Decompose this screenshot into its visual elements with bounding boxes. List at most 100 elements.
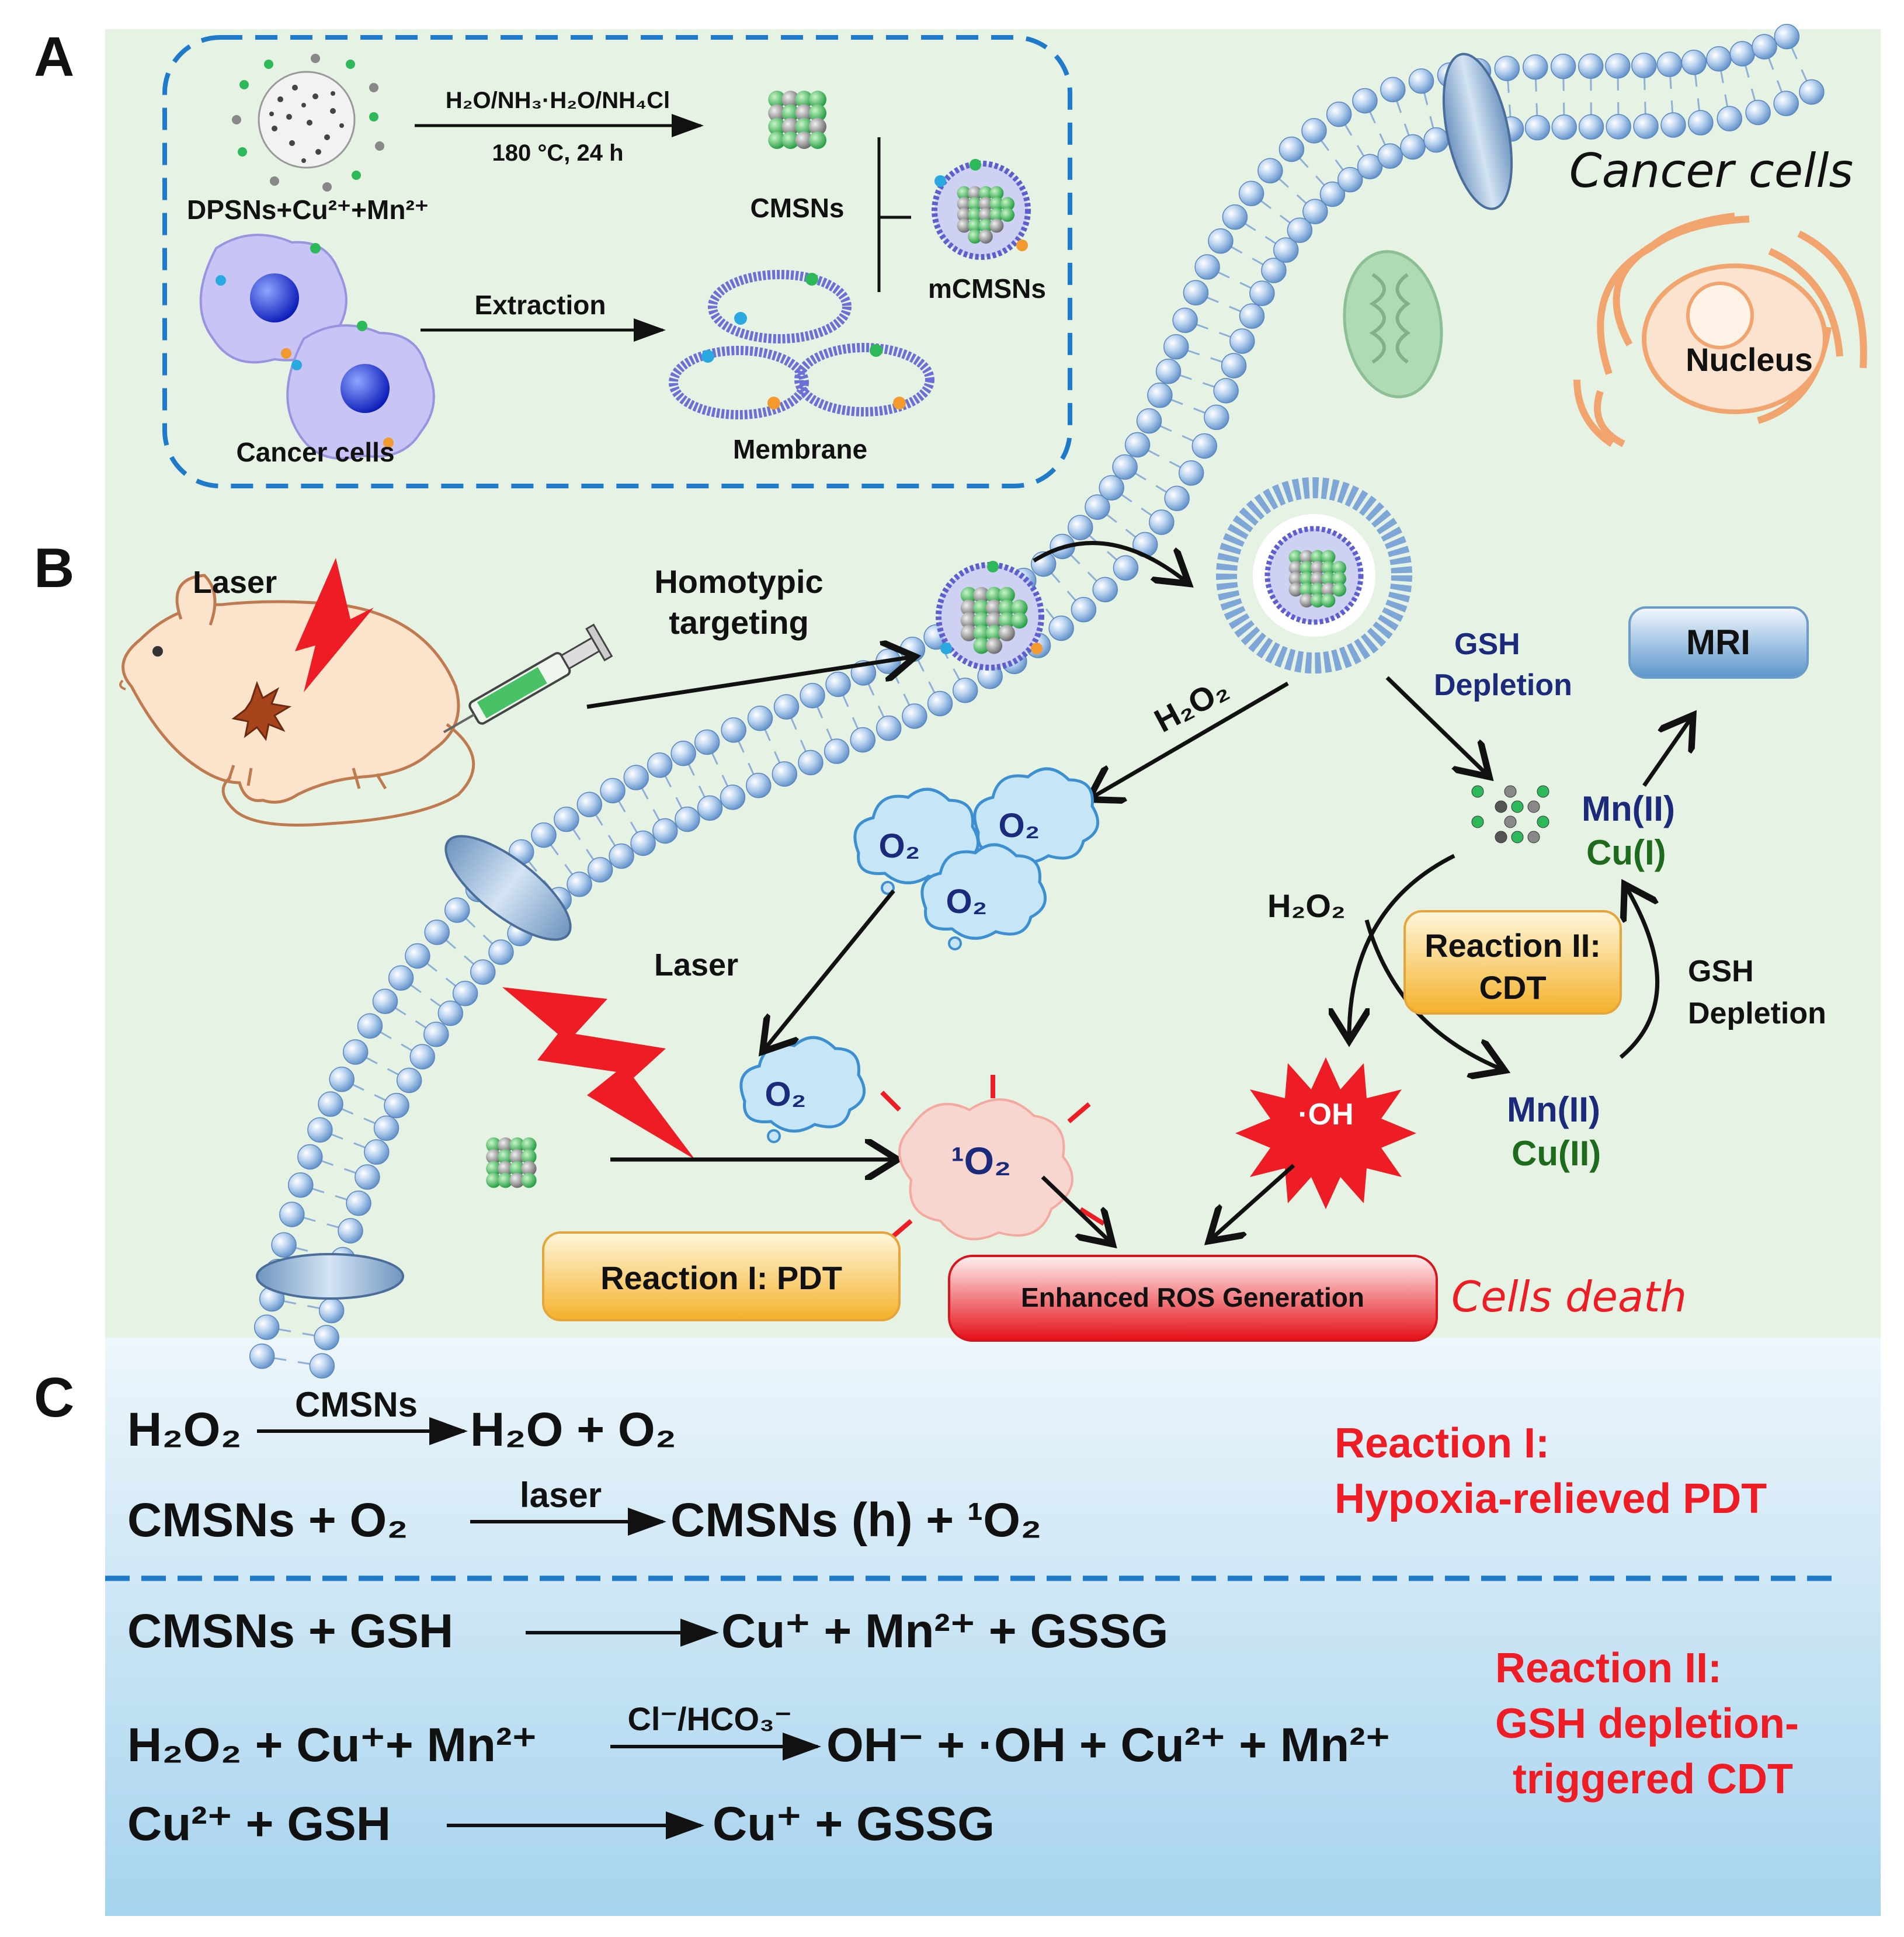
synthesis-conditions-top: H₂O/NH₃·H₂O/NH₄Cl <box>446 88 670 113</box>
membrane-protein-middle <box>444 835 572 941</box>
nucleus-icon <box>1573 213 1867 447</box>
eq4-left: H₂O₂ + Cu⁺+ Mn²⁺ <box>127 1719 537 1772</box>
mcmsns-nanoparticle-icon <box>932 159 1031 260</box>
enhanced-ros-label: Enhanced ROS Generation <box>1021 1282 1364 1313</box>
mri-box <box>1628 606 1809 679</box>
equation-5: Cu²⁺ + GSH Cu⁺ + GSSG <box>127 1797 995 1851</box>
membrane-vesicles-icon <box>669 270 934 419</box>
panel-c-background <box>105 1338 1881 1916</box>
laser-label-top: Laser <box>193 565 277 600</box>
eq1-right: H₂O + O₂ <box>470 1403 676 1456</box>
reaction2-box-line1: Reaction II: <box>1424 927 1601 964</box>
gsh-depletion-arrow <box>1385 676 1486 774</box>
singlet-to-ros-arrow <box>1041 1175 1110 1241</box>
h2o2-right-label: H₂O₂ <box>1267 887 1346 924</box>
o2-to-pdt-arrow <box>765 889 895 1049</box>
oxygen-label: O₂ <box>999 807 1040 845</box>
dpsn-particle-icon <box>232 54 384 192</box>
targeting-label: targeting <box>669 604 809 641</box>
reaction1-box-label: Reaction I: PDT <box>600 1259 842 1296</box>
reaction1-title-line1: Reaction I: <box>1335 1420 1549 1467</box>
cmsns-photosensitizer-icon <box>486 1137 537 1188</box>
singlet-oxygen-burst-icon <box>880 1075 1106 1241</box>
eq5-right: Cu⁺ + GSSG <box>713 1797 995 1851</box>
mcmsn-circulating-icon <box>936 239 1044 671</box>
eq1-over: CMSNs <box>295 1385 418 1424</box>
panel-label-a: A <box>34 26 74 88</box>
targeting-arrow <box>586 657 911 709</box>
reaction2-title-line1: Reaction II: <box>1495 1645 1722 1692</box>
laser-label-mid: Laser <box>654 947 738 983</box>
eq2-left: CMSNs + O₂ <box>127 1494 408 1547</box>
equation-4: H₂O₂ + Cu⁺+ Mn²⁺ Cl⁻/HCO₃⁻ OH⁻ + ·OH + C… <box>127 1700 1391 1772</box>
oxygen-label: O₂ <box>765 1075 807 1113</box>
reaction2-title-line2: GSH depletion- <box>1495 1700 1799 1747</box>
cancer-cells-label-a: Cancer cells <box>236 437 394 467</box>
eq5-left: Cu²⁺ + GSH <box>127 1797 391 1851</box>
h2o2-to-o2-arrow <box>1092 681 1289 797</box>
mri-arrow <box>1642 718 1691 787</box>
equation-1: H₂O₂ CMSNs H₂O + O₂ <box>127 1385 676 1456</box>
gsh-regeneration-arrow <box>1619 888 1660 1059</box>
eq4-right: OH⁻ + ·OH + Cu²⁺ + Mn²⁺ <box>826 1719 1391 1772</box>
panel-a-dashed-box <box>162 35 1072 488</box>
reaction2-cdt-box <box>1403 910 1622 1015</box>
mn-ii-bottom: Mn(II) <box>1507 1090 1600 1129</box>
membrane-label: Membrane <box>733 434 867 464</box>
eq1-left: H₂O₂ <box>127 1403 242 1456</box>
cu-ii-bottom: Cu(II) <box>1512 1134 1601 1173</box>
equation-3: CMSNs + GSH Cu⁺ + Mn²⁺ + GSSG <box>127 1605 1168 1658</box>
cancer-cells-title: Cancer cells <box>1569 144 1853 198</box>
gsh-depletion-line1: GSH <box>1454 627 1520 661</box>
degraded-ions-icon <box>1471 785 1549 843</box>
homotypic-label: Homotypic <box>654 563 823 600</box>
syringe-icon <box>443 623 613 734</box>
enhanced-ros-box <box>948 1255 1438 1342</box>
mcmsns-label: mCMSNs <box>928 273 1046 304</box>
equation-2: CMSNs + O₂ laser CMSNs (h) + ¹O₂ <box>127 1476 1042 1547</box>
mitochondrion-icon <box>1343 250 1443 398</box>
laser-bolt-mid-icon <box>502 987 695 1160</box>
oh-to-ros-arrow <box>1212 1164 1295 1238</box>
hydroxyl-radical-burst-icon <box>1235 1057 1416 1209</box>
hydroxyl-label: ·OH <box>1298 1098 1353 1131</box>
membrane-protein-bottom <box>256 1253 404 1300</box>
nucleus-label: Nucleus <box>1686 341 1813 378</box>
cdt-arrow-to-oh <box>1349 853 1455 1037</box>
cmsns-label: CMSNs <box>750 193 844 223</box>
oxygen-label: O₂ <box>879 827 920 865</box>
endosome-icon <box>1216 477 1412 674</box>
gsh-right-line1: GSH <box>1688 954 1754 988</box>
reaction1-pdt-box <box>542 1231 901 1321</box>
precursor-label: DPSNs+Cu²⁺+Mn²⁺ <box>187 195 429 225</box>
reaction2-box-line2: CDT <box>1479 969 1546 1006</box>
eq4-over: Cl⁻/HCO₃⁻ <box>627 1700 791 1737</box>
eq2-over: laser <box>520 1476 602 1515</box>
panel-label-b: B <box>34 537 74 599</box>
internalization-arrow <box>1033 541 1186 581</box>
laser-bolt-top-icon <box>295 558 374 692</box>
reaction1-title-line2: Hypoxia-relieved PDT <box>1335 1476 1767 1522</box>
gsh-depletion-line2: Depletion <box>1434 668 1572 702</box>
mouse-icon <box>119 574 475 827</box>
extraction-label: Extraction <box>475 290 606 320</box>
cells-death-label: Cells death <box>1451 1272 1687 1321</box>
panel-label-c: C <box>34 1366 74 1429</box>
mn-ii-top: Mn(II) <box>1582 789 1675 828</box>
cell-membrane-bilayer <box>249 23 1825 1379</box>
eq3-right: Cu⁺ + Mn²⁺ + GSSG <box>721 1605 1168 1658</box>
reaction2-title-line3: triggered CDT <box>1513 1756 1793 1803</box>
cu-i-top: Cu(I) <box>1586 833 1666 872</box>
oxygen-cloud-icon: O₂ <box>973 767 1100 874</box>
eq2-right: CMSNs (h) + ¹O₂ <box>670 1494 1042 1547</box>
singlet-oxygen-label: ¹O₂ <box>951 1139 1012 1182</box>
membrane-protein-top <box>1442 53 1513 210</box>
oxygen-cloud-icon: O₂ <box>920 843 1047 950</box>
oxygen-label: O₂ <box>946 883 988 921</box>
mri-label: MRI <box>1686 623 1750 662</box>
cancer-cell-icon <box>286 321 435 460</box>
cmsns-nanoparticle-icon <box>768 91 826 149</box>
tumor-icon <box>231 681 292 741</box>
gsh-right-line2: Depletion <box>1688 997 1826 1030</box>
